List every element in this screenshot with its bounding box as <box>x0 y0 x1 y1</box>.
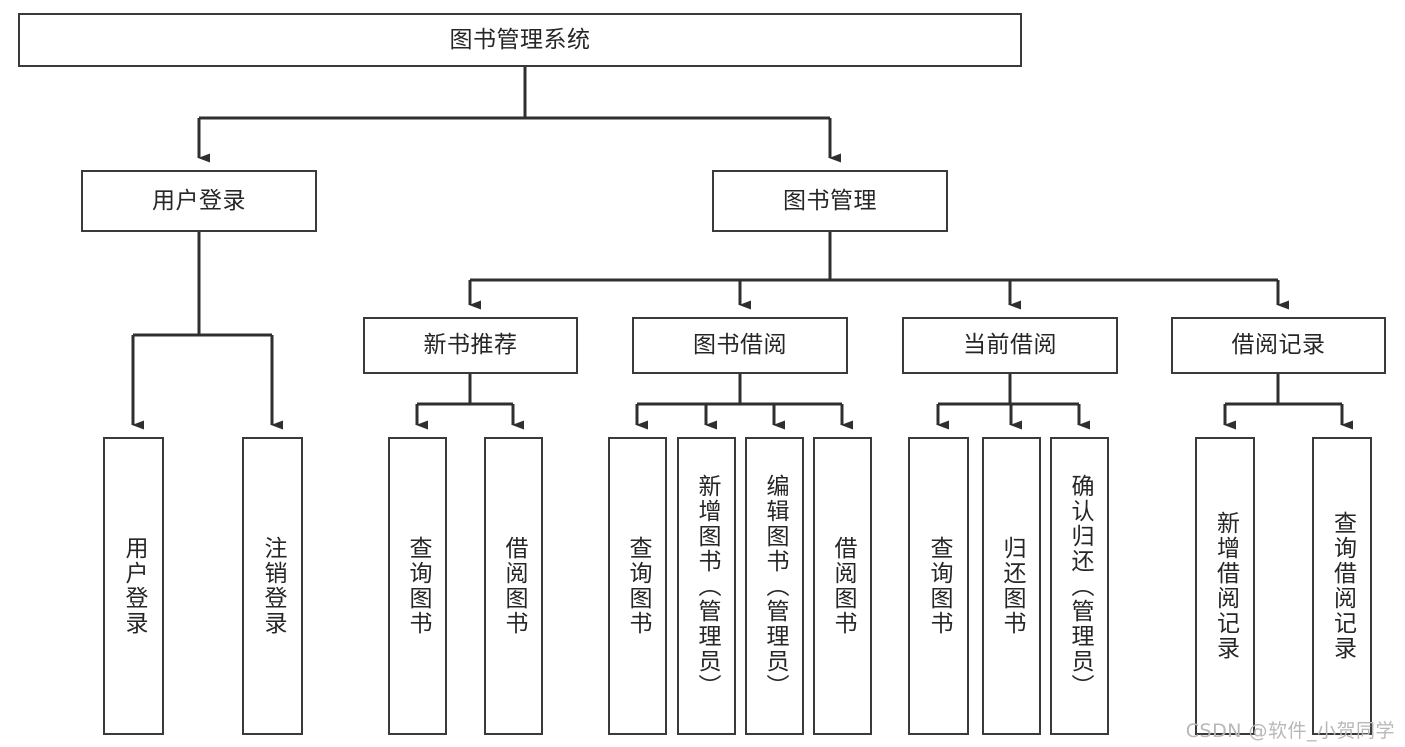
node-leaf-query-borrow-record-label: 查询借阅记录 <box>1329 511 1356 661</box>
node-leaf-query-book-cur-label: 查询图书 <box>926 536 952 636</box>
node-new-book-recommend-label: 新书推荐 <box>423 332 518 359</box>
node-leaf-confirm-return-label: 确认归还（管理员） <box>1067 473 1093 699</box>
node-leaf-borrow-book-rec[interactable]: 借阅图书 <box>484 437 543 735</box>
node-leaf-query-book-rec-label: 查询图书 <box>405 536 431 636</box>
node-leaf-logout-label: 注销登录 <box>260 536 286 636</box>
node-current-borrow-label: 当前借阅 <box>963 332 1057 359</box>
node-leaf-borrow-book-rec-label: 借阅图书 <box>501 536 527 636</box>
node-book-manage[interactable]: 图书管理 <box>712 170 948 232</box>
node-leaf-add-book-label: 新增图书（管理员） <box>694 473 720 699</box>
node-leaf-edit-book-label: 编辑图书（管理员） <box>762 473 788 699</box>
node-book-borrow-label: 图书借阅 <box>693 332 787 359</box>
node-borrow-record-label: 借阅记录 <box>1231 332 1326 359</box>
node-leaf-query-book-rec[interactable]: 查询图书 <box>388 437 447 735</box>
node-leaf-add-borrow-record[interactable]: 新增借阅记录 <box>1195 437 1255 735</box>
node-leaf-return-book[interactable]: 归还图书 <box>982 437 1041 735</box>
node-leaf-confirm-return[interactable]: 确认归还（管理员） <box>1050 437 1109 735</box>
node-new-book-recommend[interactable]: 新书推荐 <box>363 317 578 374</box>
node-leaf-borrow-book-lend[interactable]: 借阅图书 <box>813 437 872 735</box>
node-user-login-label: 用户登录 <box>152 187 246 214</box>
node-leaf-add-borrow-record-label: 新增借阅记录 <box>1212 511 1239 661</box>
node-leaf-logout[interactable]: 注销登录 <box>242 437 303 735</box>
node-root-label: 图书管理系统 <box>449 26 591 53</box>
node-borrow-record[interactable]: 借阅记录 <box>1171 317 1386 374</box>
node-leaf-query-book-cur[interactable]: 查询图书 <box>908 437 969 735</box>
node-leaf-query-book-lend-label: 查询图书 <box>625 536 651 636</box>
node-current-borrow[interactable]: 当前借阅 <box>902 317 1118 374</box>
node-leaf-borrow-book-lend-label: 借阅图书 <box>830 536 856 636</box>
node-leaf-query-book-lend[interactable]: 查询图书 <box>608 437 667 735</box>
node-leaf-user-login-label: 用户登录 <box>121 536 147 636</box>
node-leaf-return-book-label: 归还图书 <box>999 536 1025 636</box>
node-book-manage-label: 图书管理 <box>783 187 877 214</box>
node-book-borrow[interactable]: 图书借阅 <box>632 317 848 374</box>
node-leaf-add-book[interactable]: 新增图书（管理员） <box>677 437 736 735</box>
node-leaf-query-borrow-record[interactable]: 查询借阅记录 <box>1312 437 1372 735</box>
node-root[interactable]: 图书管理系统 <box>18 13 1022 67</box>
node-leaf-user-login[interactable]: 用户登录 <box>103 437 164 735</box>
node-user-login[interactable]: 用户登录 <box>81 170 317 232</box>
node-leaf-edit-book[interactable]: 编辑图书（管理员） <box>745 437 804 735</box>
